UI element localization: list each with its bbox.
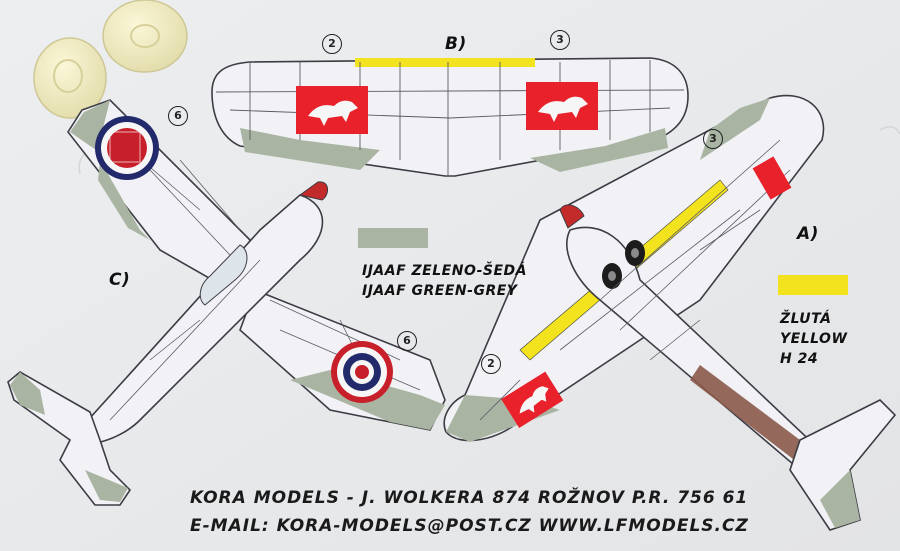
callout-number: 6: [168, 106, 188, 126]
resin-wheels: [33, 0, 188, 119]
yellow-swatch: [778, 275, 848, 295]
legend-yellow-cz: ŽLUTÁ: [780, 311, 832, 327]
green-grey-swatch: [358, 228, 428, 248]
view-label-c: C): [109, 270, 131, 290]
view-c-aircraft-top: [7, 99, 446, 506]
view-label-b: B): [445, 34, 467, 54]
callout-number: 3: [703, 129, 723, 149]
legend-green-grey-en: IJAAF GREEN-GREY: [362, 283, 518, 299]
view-a-aircraft-underside: [443, 94, 897, 531]
callout-number: 2: [322, 34, 342, 54]
legend-yellow-en: YELLOW: [780, 331, 848, 347]
roundel-upper: [95, 116, 159, 180]
footer-contact: E-MAIL: KORA-MODELS@POST.CZ WWW.LFMODELS…: [190, 516, 749, 536]
view-b-wing-underside: [211, 57, 689, 177]
callout-number: 3: [550, 30, 570, 50]
callout-number: 6: [397, 331, 417, 351]
callout-number: 2: [481, 354, 501, 374]
view-label-a: A): [797, 224, 819, 244]
roundel-lower: [331, 341, 393, 403]
footer-address: KORA MODELS - J. WOLKERA 874 ROŽNOV P.R.…: [190, 488, 749, 508]
legend-green-grey-cz: IJAAF ZELENO-ŠEDÁ: [362, 263, 528, 279]
legend-yellow-code: H 24: [780, 351, 819, 367]
